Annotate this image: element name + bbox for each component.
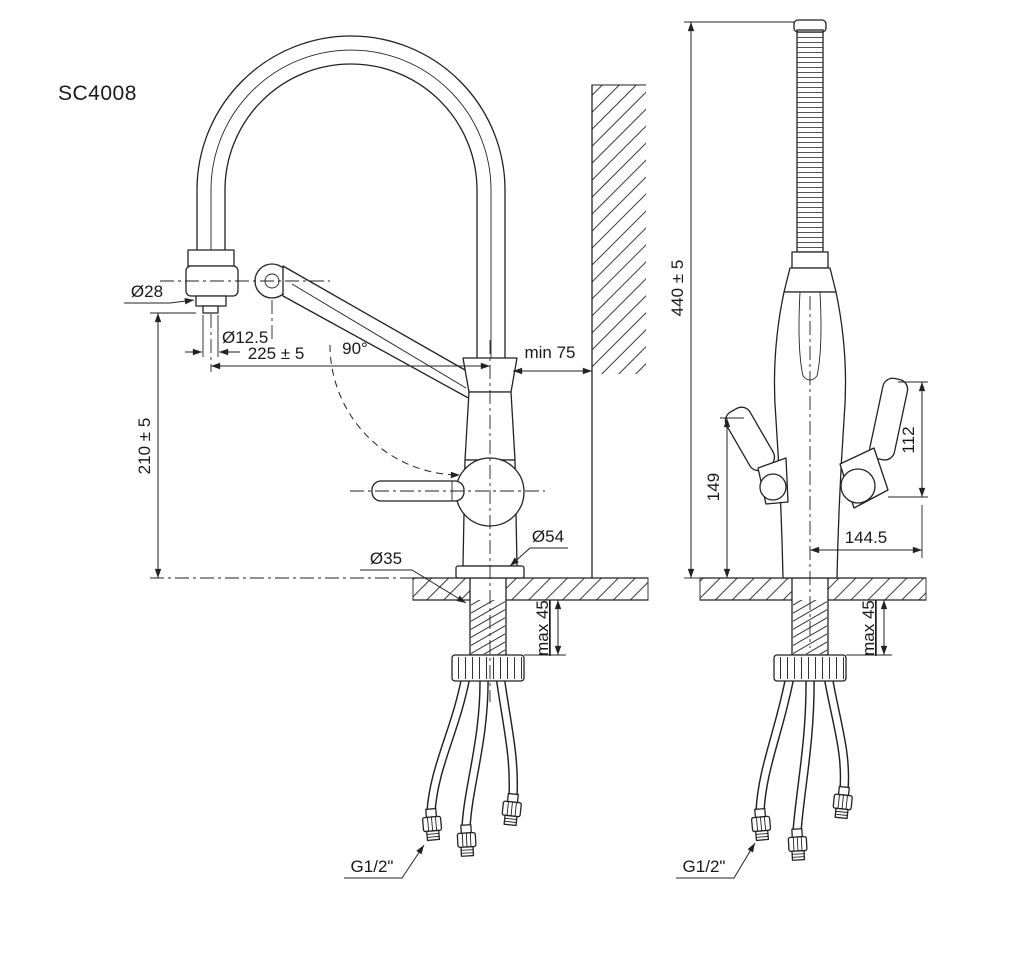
dim-shank-diameter-label: Ø35: [370, 549, 402, 568]
dimension-handle-offset: 144.5: [810, 505, 923, 558]
dim-deck-thickness-label-front: max 45: [533, 600, 552, 656]
dim-swivel-angle-label: 90°: [342, 339, 368, 358]
dimension-swivel-angle: 90°: [329, 339, 461, 479]
lever-handle-side: [839, 377, 909, 509]
dim-thread-label-front: G1/2": [351, 857, 394, 876]
hose-fitting: [787, 828, 808, 861]
model-label: SC4008: [58, 82, 137, 105]
dimension-deck-thickness-side: max 45: [846, 600, 892, 656]
dim-wall-clearance-label: min 75: [524, 343, 575, 362]
hose-fitting: [750, 807, 772, 842]
dimension-total-height: 440 ± 5: [668, 21, 794, 579]
dimension-spray-diameter: Ø28: [124, 282, 195, 305]
dim-total-height-label: 440 ± 5: [668, 260, 687, 317]
dim-thread-label-side: G1/2": [683, 857, 726, 876]
swivel-arm: [282, 265, 473, 401]
faucet-body-front: [371, 357, 525, 579]
dimension-thread-front: G1/2": [344, 844, 425, 879]
spray-head: [185, 249, 290, 314]
filter-handle-side: [724, 406, 789, 505]
dim-lever-height-label: 112: [899, 426, 918, 453]
supply-hoses-side: [750, 675, 853, 861]
mounting-nut-side: [773, 654, 847, 682]
dim-handle-offset-label: 144.5: [845, 528, 888, 547]
dimension-base-diameter: Ø54: [509, 527, 568, 567]
dimension-thread-side: G1/2": [676, 842, 756, 879]
hose-fitting: [456, 824, 477, 857]
dimension-reach: 225 ± 5: [211, 344, 490, 370]
dim-nozzle-diameter-label: Ø12.5: [222, 328, 268, 347]
dim-spray-diameter-label: Ø28: [131, 282, 163, 301]
mounting-nut-front: [451, 654, 525, 682]
dimension-spout-height: 210 ± 5: [135, 312, 196, 578]
dimension-deck-thickness-front: max 45: [524, 600, 566, 656]
dimension-lever-height: 112: [888, 381, 928, 498]
dim-filter-handle-height-label: 149: [704, 473, 723, 501]
dim-deck-thickness-label-side: max 45: [859, 600, 878, 656]
gooseneck-hose: [196, 35, 506, 359]
wall-section: [591, 84, 646, 579]
dim-spout-height-label: 210 ± 5: [135, 418, 154, 475]
hose-fitting: [421, 807, 443, 842]
spout-side: [783, 19, 837, 293]
hose-fitting: [832, 785, 853, 820]
dimension-filter-handle-height: 149: [704, 417, 744, 578]
supply-hoses-front: [421, 675, 522, 857]
dimension-shank-diameter: Ø35: [360, 549, 467, 604]
front-view: Ø28 Ø12.5 225 ± 5 90° min 75: [124, 35, 649, 879]
dim-base-diameter-label: Ø54: [532, 527, 564, 546]
dim-reach-label: 225 ± 5: [248, 344, 305, 363]
centerlines-front: [150, 280, 545, 702]
dimension-nozzle-diameter: Ø12.5: [185, 315, 268, 357]
dimension-wall-clearance: min 75: [513, 343, 592, 375]
hose-fitting: [501, 792, 522, 827]
side-view: 440 ± 5 149 112 144.5 max 45: [668, 19, 928, 879]
mounting-shank-front: [469, 577, 507, 656]
countertop-front: [412, 577, 649, 601]
